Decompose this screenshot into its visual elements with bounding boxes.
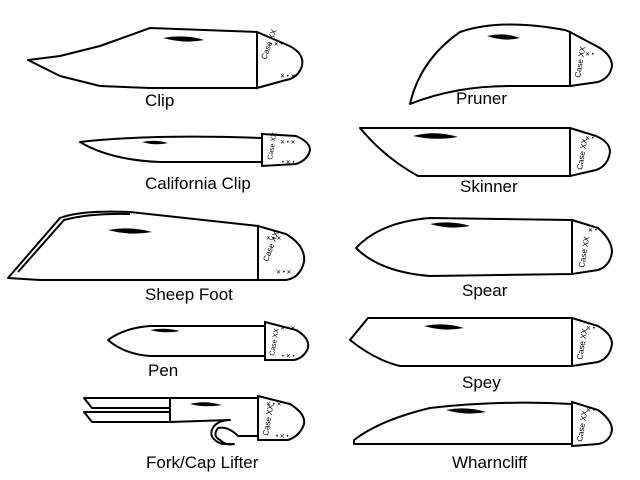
label-fork-cap-lifter: Fork/Cap Lifter	[146, 453, 259, 472]
blade-skinner: Case XX ✕ •	[359, 126, 612, 178]
label-spear: Spear	[462, 281, 508, 300]
svg-text:✕ • ✕: ✕ • ✕	[280, 326, 296, 332]
label-skinner: Skinner	[460, 177, 518, 196]
blade-pruner: Case XX ✕ •	[409, 23, 614, 105]
svg-text:✕ • ✕: ✕ • ✕	[276, 270, 292, 276]
svg-text:✕ • ✕: ✕ • ✕	[280, 140, 296, 146]
svg-text:✕ • ✕: ✕ • ✕	[266, 402, 282, 408]
label-pruner: Pruner	[456, 89, 507, 108]
svg-text:✕ •: ✕ •	[585, 52, 594, 58]
label-california-clip: California Clip	[145, 174, 251, 193]
svg-text:Case XX: Case XX	[269, 328, 281, 357]
svg-text:• ✕ •: • ✕ •	[276, 434, 289, 440]
label-sheep-foot: Sheep Foot	[145, 285, 233, 304]
svg-text:• ✕ •: • ✕ •	[282, 160, 295, 166]
svg-text:• ✕ •: • ✕ •	[270, 42, 283, 48]
label-spey: Spey	[462, 373, 501, 392]
blade-sheep-foot: Case XX ✕ • ✕ ✕ • ✕	[7, 210, 306, 281]
blade-wharncliff: Case XX ✕ •	[353, 400, 614, 448]
blade-california-clip: Case XX ✕ • ✕ • ✕ •	[79, 132, 312, 168]
blade-pen: Case XX ✕ • ✕ • ✕ •	[107, 320, 310, 361]
svg-text:✕ • ✕: ✕ • ✕	[266, 236, 282, 242]
blade-spey: Case XX ✕ •	[349, 316, 614, 368]
svg-text:✕ •: ✕ •	[586, 326, 595, 332]
label-wharncliff: Wharncliff	[452, 453, 528, 472]
svg-text:✕ •: ✕ •	[585, 136, 594, 142]
label-pen: Pen	[148, 361, 178, 380]
blade-fork-cap-lifter: Case XX ✕ • ✕ • ✕ •	[83, 394, 306, 446]
svg-text:• ✕ •: • ✕ •	[282, 354, 295, 360]
blade-spear: Case XX ✕ •	[355, 217, 614, 277]
svg-text:✕ •: ✕ •	[586, 408, 595, 414]
svg-text:✕ • ✕: ✕ • ✕	[280, 74, 296, 80]
blade-clip: Case XX • ✕ • ✕ • ✕	[27, 27, 304, 90]
svg-text:Case XX: Case XX	[267, 132, 279, 161]
label-clip: Clip	[145, 91, 174, 110]
svg-text:✕ •: ✕ •	[588, 228, 597, 234]
